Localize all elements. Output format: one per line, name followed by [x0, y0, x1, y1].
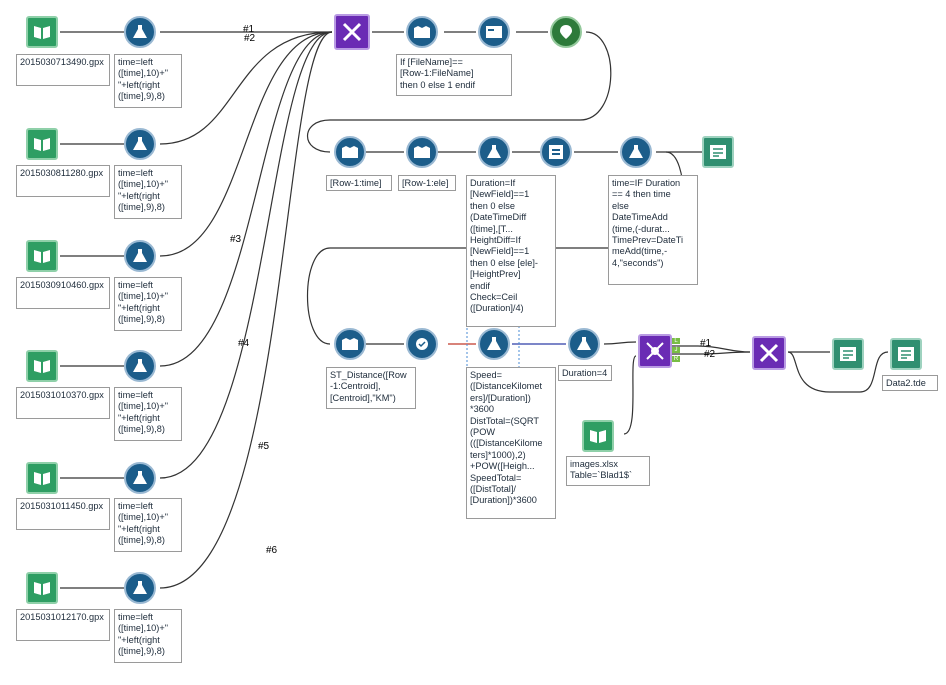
- duration4-annotation: Duration=4: [558, 365, 612, 381]
- output-icon[interactable]: [702, 136, 734, 168]
- book-icon[interactable]: [582, 420, 614, 452]
- connector: [697, 351, 751, 355]
- connector: [159, 31, 333, 589]
- filter-icon[interactable]: [540, 136, 572, 168]
- spatial-point-icon[interactable]: [550, 16, 582, 48]
- row-ele-annotation: [Row-1:ele]: [398, 175, 456, 191]
- book-icon[interactable]: [26, 462, 58, 494]
- output-icon[interactable]: [890, 338, 922, 370]
- flask-icon[interactable]: [620, 136, 652, 168]
- link-label: #4: [238, 338, 250, 349]
- book-icon[interactable]: [26, 128, 58, 160]
- flask-icon[interactable]: [124, 462, 156, 494]
- output-icon[interactable]: [832, 338, 864, 370]
- connector: [306, 31, 612, 153]
- join-middle-anchor[interactable]: J: [672, 347, 680, 353]
- union-icon[interactable]: [752, 336, 786, 370]
- formula-annotation: time=left ([time],10)+" "+left(right ([t…: [114, 165, 182, 219]
- flask-icon[interactable]: [568, 328, 600, 360]
- input-filename: 2015031010370.gpx: [16, 387, 110, 419]
- join-icon[interactable]: [638, 334, 672, 368]
- book-icon[interactable]: [26, 350, 58, 382]
- flask-icon[interactable]: [124, 350, 156, 382]
- flask-icon[interactable]: [124, 572, 156, 604]
- connector: [603, 341, 637, 345]
- link-label: #2: [704, 349, 716, 360]
- flask-icon[interactable]: [124, 16, 156, 48]
- connector: [787, 351, 889, 393]
- connector: [159, 31, 333, 367]
- input-filename: 2015031012170.gpx: [16, 609, 110, 641]
- formula-annotation: time=left ([time],10)+" "+left(right ([t…: [114, 54, 182, 108]
- duration-annotation: Duration=If [NewField]==1 then 0 else (D…: [466, 175, 556, 327]
- link-label: #1: [700, 338, 712, 349]
- book-icon[interactable]: [26, 572, 58, 604]
- join-right-anchor[interactable]: R: [672, 356, 680, 362]
- connector: [159, 31, 333, 257]
- formula-annotation: time=left ([time],10)+" "+left(right ([t…: [114, 387, 182, 441]
- flask-icon[interactable]: [334, 328, 366, 360]
- input-filename: 2015030910460.gpx: [16, 277, 110, 309]
- input-filename: 2015031011450.gpx: [16, 498, 110, 530]
- multirow-formula-icon[interactable]: [406, 16, 438, 48]
- input-filename: 2015030811280.gpx: [16, 165, 110, 197]
- multirow-formula-icon[interactable]: [334, 136, 366, 168]
- union-icon[interactable]: [334, 14, 370, 50]
- formula-annotation: time=left ([time],10)+" "+left(right ([t…: [114, 277, 182, 331]
- formula-annotation: time=left ([time],10)+" "+left(right ([t…: [114, 609, 182, 663]
- select-icon[interactable]: [478, 16, 510, 48]
- connector: [159, 31, 333, 479]
- multirow-annotation: If [FileName]== [Row-1:FileName] then 0 …: [396, 54, 512, 96]
- flask-icon[interactable]: [124, 128, 156, 160]
- row-time-annotation: [Row-1:time]: [326, 175, 392, 191]
- link-label: #5: [258, 441, 270, 452]
- connector: [623, 355, 637, 435]
- join-left-anchor[interactable]: L: [672, 338, 680, 344]
- book-icon[interactable]: [26, 240, 58, 272]
- connector: [159, 31, 333, 145]
- input-filename: 2015030713490.gpx: [16, 54, 110, 86]
- flask-icon[interactable]: [124, 240, 156, 272]
- output-file-annotation: Data2.tde: [882, 375, 938, 391]
- flask-icon[interactable]: [478, 328, 510, 360]
- st-distance-annotation: ST_Distance([Row -1:Centroid], [Centroid…: [326, 367, 416, 409]
- link-label: #2: [244, 33, 256, 44]
- select-icon[interactable]: [406, 328, 438, 360]
- formula-annotation: time=left ([time],10)+" "+left(right ([t…: [114, 498, 182, 552]
- images-input-annotation: images.xlsx Table=`Blad1$`: [566, 456, 650, 486]
- speed-annotation: Speed= ([DistanceKilomet ers]/[Duration]…: [466, 367, 556, 519]
- flask-icon[interactable]: [478, 136, 510, 168]
- link-label: #3: [230, 234, 242, 245]
- time-formula-annotation: time=IF Duration == 4 then time else Dat…: [608, 175, 698, 285]
- link-label: #6: [266, 545, 278, 556]
- multirow-formula-icon[interactable]: [406, 136, 438, 168]
- link-label: #1: [243, 24, 255, 35]
- book-icon[interactable]: [26, 16, 58, 48]
